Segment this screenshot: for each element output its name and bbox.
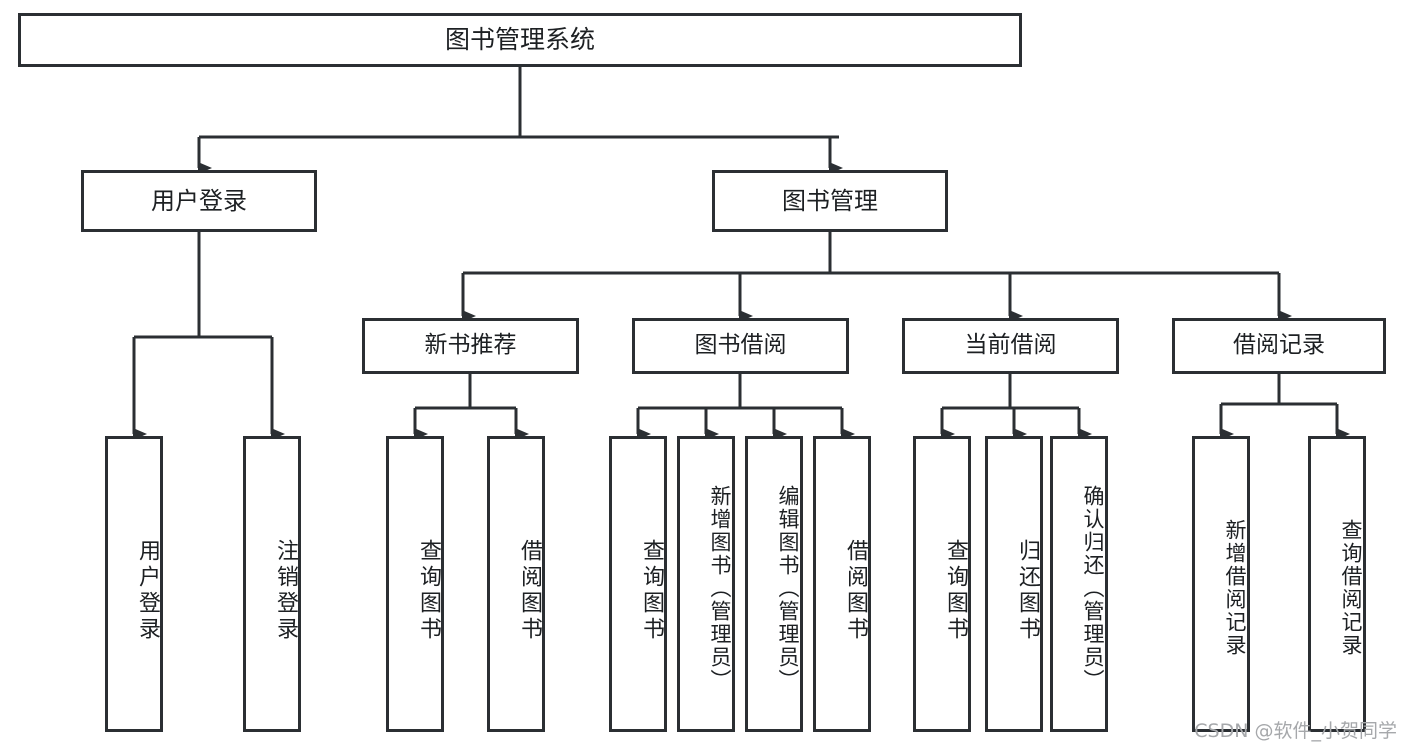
leaf-node-query-book-rec: 查询图书 — [386, 436, 444, 732]
level2-node-user-login: 用户登录 — [81, 170, 317, 232]
node-label: 图书管理 — [782, 186, 878, 215]
node-label: 查询图书 — [943, 539, 968, 643]
node-label: 借阅记录 — [1233, 332, 1325, 359]
node-label: 新增图书（管理员） — [708, 484, 732, 692]
root-node: 图书管理系统 — [18, 13, 1022, 67]
leaf-node-query-book-borrow: 查询图书 — [609, 436, 667, 732]
leaf-node-user-login-leaf: 用户登录 — [105, 436, 163, 732]
node-label: 查询图书 — [639, 539, 664, 643]
node-label: 借阅图书 — [843, 539, 868, 643]
node-label: 查询图书 — [416, 539, 441, 643]
node-label: 归还图书 — [1015, 539, 1040, 643]
leaf-node-add-borrow-record: 新增借阅记录 — [1192, 436, 1250, 732]
level3-node-book-borrow: 图书借阅 — [632, 318, 849, 374]
node-label: 图书借阅 — [694, 332, 787, 359]
leaf-node-logout-leaf: 注销登录 — [243, 436, 301, 732]
leaf-node-confirm-return-admin: 确认归还（管理员） — [1050, 436, 1108, 732]
level3-node-borrow-record: 借阅记录 — [1172, 318, 1386, 374]
leaf-node-borrow-book-borrow: 借阅图书 — [813, 436, 871, 732]
csdn-watermark: CSDN @软件_小贺同学 — [1194, 720, 1397, 742]
node-label: 确认归还（管理员） — [1081, 484, 1105, 692]
leaf-node-edit-book-admin: 编辑图书（管理员） — [745, 436, 803, 732]
node-label: 新增借阅记录 — [1223, 519, 1247, 657]
leaf-node-add-book-admin: 新增图书（管理员） — [677, 436, 735, 732]
node-label: 借阅图书 — [517, 539, 542, 643]
node-label: 新书推荐 — [424, 332, 517, 359]
node-label: 查询借阅记录 — [1339, 519, 1363, 657]
node-label: 编辑图书（管理员） — [776, 484, 800, 692]
node-label: 注销登录 — [273, 539, 298, 643]
leaf-node-query-book-current: 查询图书 — [913, 436, 971, 732]
leaf-node-return-book: 归还图书 — [985, 436, 1043, 732]
node-label: 当前借阅 — [964, 332, 1057, 359]
level3-node-new-book-recommend: 新书推荐 — [362, 318, 579, 374]
level2-node-book-manage: 图书管理 — [712, 170, 948, 232]
leaf-node-query-borrow-record: 查询借阅记录 — [1308, 436, 1366, 732]
node-label: 用户登录 — [135, 539, 160, 643]
node-label: 用户登录 — [151, 186, 247, 215]
level3-node-current-borrow: 当前借阅 — [902, 318, 1119, 374]
node-label: 图书管理系统 — [444, 25, 595, 55]
leaf-node-borrow-book-rec: 借阅图书 — [487, 436, 545, 732]
